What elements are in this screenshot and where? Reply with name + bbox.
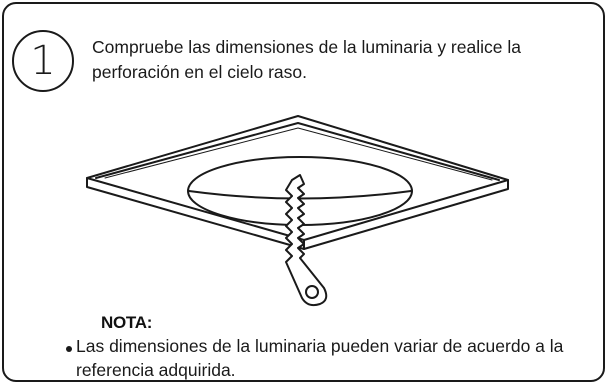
- step-instruction-text: Compruebe las dimensiones de la luminari…: [92, 37, 521, 82]
- note-item: Las dimensiones de la luminaria pueden v…: [66, 334, 606, 382]
- saw-tool: [285, 174, 328, 307]
- bullet-icon: [66, 346, 72, 352]
- ceiling-cut-illustration: [86, 115, 509, 307]
- instruction-card: 1 Compruebe las dimensiones de la lumina…: [2, 2, 605, 382]
- note-list: Las dimensiones de la luminaria pueden v…: [66, 334, 606, 382]
- note-item-text: Las dimensiones de la luminaria pueden v…: [76, 336, 564, 380]
- note-title: NOTA:: [101, 313, 153, 332]
- step-number-badge: 1: [12, 30, 74, 92]
